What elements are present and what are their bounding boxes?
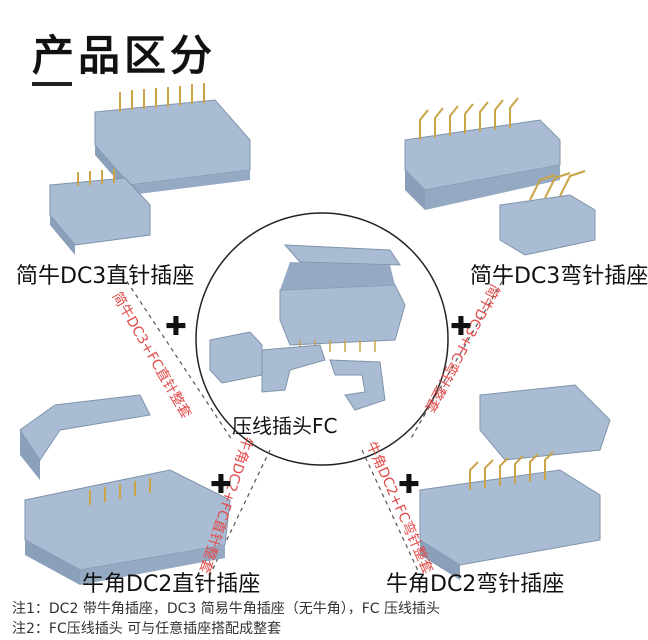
dashed-line-top-left <box>117 267 233 441</box>
title-underline <box>32 82 72 86</box>
dashed-line-bottom-right <box>361 449 421 576</box>
label-dc2-straight: 牛角DC2直针插座 <box>82 572 261 597</box>
plus-icon-top-left: ✚ <box>165 312 187 342</box>
label-dc2-right-angle: 牛角DC2弯针插座 <box>386 572 565 597</box>
center-circle <box>195 212 449 466</box>
fc-crimp-plug-image <box>209 244 406 411</box>
plus-icon-bottom-right: ✚ <box>398 470 420 500</box>
page-title: 产品区分 <box>32 31 217 80</box>
plus-icon-bottom-left: ✚ <box>210 470 232 500</box>
dashed-line-top-right <box>409 267 511 441</box>
plus-icon-top-right: ✚ <box>450 312 472 342</box>
note-2: 注2：FC压线插头 可与任意插座搭配成整套 <box>12 621 282 637</box>
label-dc3-right-angle: 简牛DC3弯针插座 <box>470 264 648 289</box>
note-1: 注1：DC2 带牛角插座，DC3 简易牛角插座（无牛角），FC 压线插头 <box>12 601 441 617</box>
dc3-right-angle-connector-image <box>404 97 596 256</box>
dc2-straight-connector-image <box>19 394 231 585</box>
dc3-straight-connector-image <box>49 83 251 255</box>
dc2-right-angle-connector-image <box>419 384 611 580</box>
label-dc3-straight: 简牛DC3直针插座 <box>16 264 195 289</box>
label-fc-crimp-plug: 压线插头FC <box>232 414 338 438</box>
